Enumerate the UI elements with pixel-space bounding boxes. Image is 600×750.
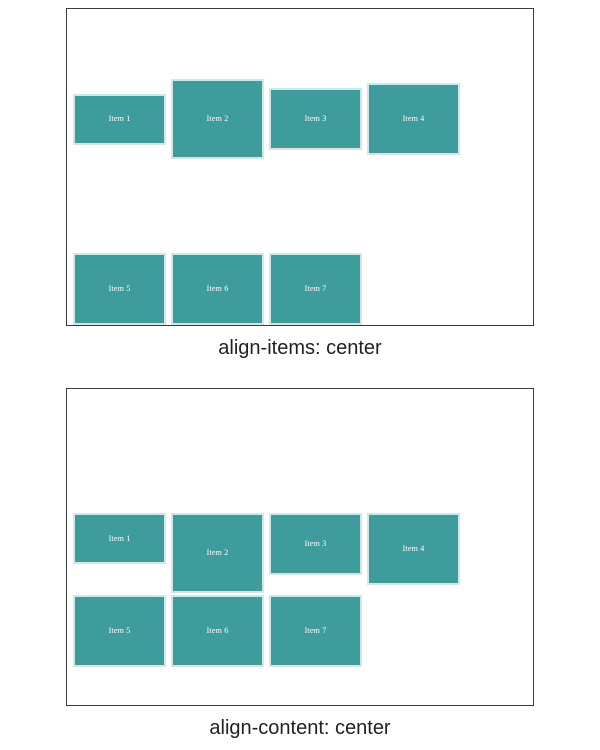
figure-align-content: Item 1 Item 2 Item 3 Item 4 Item 5 Item … <box>0 380 600 742</box>
figure-caption: align-content: center <box>209 717 391 739</box>
flex-item[interactable]: Item 4 <box>367 513 460 585</box>
flex-item[interactable]: Item 2 <box>171 513 264 593</box>
flex-item[interactable]: Item 3 <box>269 513 362 575</box>
flex-item[interactable]: Item 1 <box>73 513 166 564</box>
flex-item[interactable]: Item 4 <box>367 83 460 155</box>
flex-item[interactable]: Item 5 <box>73 253 166 325</box>
flex-line: Item 5 Item 6 Item 7 <box>67 595 533 667</box>
flex-item[interactable]: Item 2 <box>171 79 264 159</box>
flex-line: Item 1 Item 2 Item 3 Item 4 <box>67 64 533 174</box>
flex-item[interactable]: Item 7 <box>269 595 362 667</box>
flex-item[interactable]: Item 5 <box>73 595 166 667</box>
flex-item[interactable]: Item 6 <box>171 253 264 325</box>
figure-caption: align-items: center <box>218 337 382 359</box>
flex-item[interactable]: Item 7 <box>269 253 362 325</box>
flex-line: Item 1 Item 2 Item 3 Item 4 <box>67 513 533 593</box>
flex-item[interactable]: Item 3 <box>269 88 362 150</box>
flex-item[interactable]: Item 1 <box>73 93 166 145</box>
flex-line: Item 5 Item 6 Item 7 <box>67 253 533 325</box>
flex-container-align-items: Item 1 Item 2 Item 3 Item 4 Item 5 Item … <box>66 8 534 326</box>
flex-container-align-content: Item 1 Item 2 Item 3 Item 4 Item 5 Item … <box>66 388 534 706</box>
figure-align-items: Item 1 Item 2 Item 3 Item 4 Item 5 Item … <box>0 0 600 362</box>
flex-item[interactable]: Item 6 <box>171 595 264 667</box>
